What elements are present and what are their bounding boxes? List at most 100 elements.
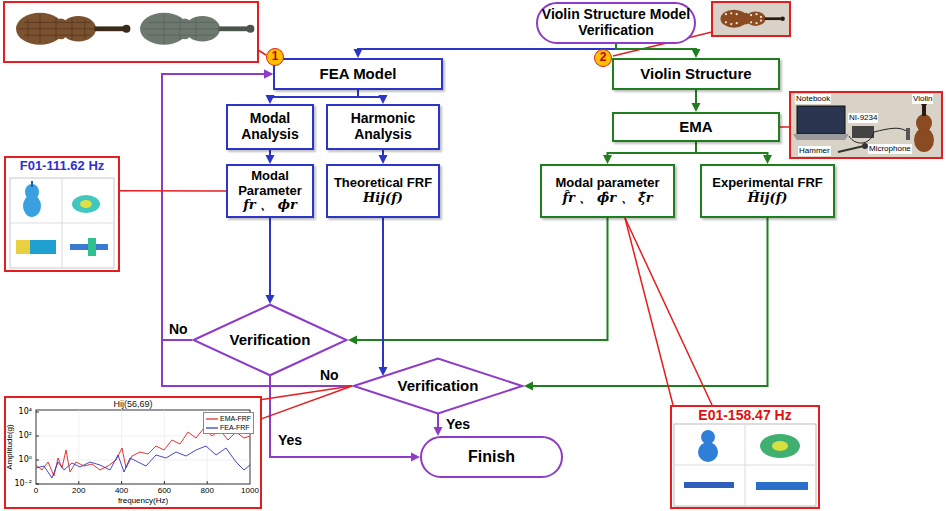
node-text: Verification [230,332,311,349]
connector-line [270,90,358,97]
connector-line [625,218,673,405]
connector [262,386,352,419]
connector [434,414,443,436]
cad-model-picture-part-part [19,14,96,43]
node-text: Modal Analysis [231,111,309,142]
violin-photo-part [712,2,790,36]
connector [603,142,696,164]
fea-mode-screenshot [10,178,114,268]
connector [120,190,226,191]
node-text: EMA [617,119,775,136]
cad-model-picture-part [140,13,254,45]
callout-title: F01-111.62 Hz [8,159,116,174]
diamond-shape [194,305,347,376]
cad-model-picture-part [16,13,130,45]
fea-mode-screenshot-part [16,240,30,254]
axis-tick: 10⁴ [8,407,32,417]
chart-legend: EMA-FRFFEA-FRF [203,412,254,434]
connector [625,218,673,405]
fea-mode-screenshot-part [88,238,96,256]
connector-line [358,44,616,51]
symbol-text: f̂r 、 ϕ̂r 、 ξ̂r [545,191,670,206]
arrow-head [763,155,772,164]
node-text: Modal Parameter [231,169,309,198]
connector-line [355,218,608,340]
decision-diamond: Verification [352,358,524,414]
cad-model-picture-part-part [94,26,123,31]
fea-mode-screenshot-part [10,223,114,224]
symbol-text: fr 、 ϕr [231,198,309,213]
connector-line [262,386,352,419]
ema-setup-photo-part [852,126,874,138]
cad-model-picture-part-part [246,25,254,33]
ema-mode-screenshot-part [674,424,816,506]
arrow-head [354,49,363,58]
ema-mode-screenshot [674,424,816,506]
ema-setup-photo-part [780,126,790,128]
arrow-head [266,155,275,164]
ema-setup-photo [780,92,942,158]
process-box: Theoretical FRFHij(f) [326,164,440,218]
violin-photo-part-part [746,12,766,26]
ema-setup-photo-part [793,134,849,140]
violin-photo-part-part-part [736,22,738,24]
connector-line [695,90,697,105]
connector [524,218,768,391]
fea-mode-screenshot-part [72,195,100,213]
frf-chart-part [36,428,250,476]
connector [266,90,359,104]
connector-line [437,414,439,429]
legend-row: FEA-FRF [206,423,251,432]
ema-setup-photo-part [849,128,908,143]
violin-photo-part-part [765,17,781,20]
axis-tick: 600 [152,486,176,496]
callout-box: E01-158.47 Hz [670,405,820,509]
violin-photo-part [721,10,785,28]
violin-photo-part-part-part [760,16,762,18]
connector-line [262,386,352,399]
violin-photo-part-part-part [730,12,732,14]
arrow-head [692,103,701,112]
ema-mode-screenshot-part [756,482,808,490]
connector-line [696,142,768,157]
violin-photo-part-part-part [750,14,752,16]
violin-photo-part-part [780,16,785,21]
legend-line [206,418,218,419]
ema-mode-screenshot-part [698,442,718,462]
connector [262,386,352,399]
arrow-head [266,95,275,104]
arrow-head [379,155,388,164]
process-box: EMA [612,112,780,142]
connector [696,142,772,164]
axis-tick: 0 [24,486,48,496]
ema-mode-screenshot-part [684,482,734,488]
connector-line [269,218,271,297]
violin-photo-part-part-part [725,21,727,23]
ema-mode-screenshot-part [760,434,800,458]
legend-line [206,427,218,428]
violin-photo-part-part-part [750,21,752,23]
terminal-box: Finish [420,436,563,478]
edge-label: Yes [276,432,304,448]
ema-setup-photo-part [916,114,932,132]
axis-tick: 400 [110,486,134,496]
diamond-shape [354,359,523,414]
axis-tick: 800 [195,486,219,496]
ema-setup-photo-part [906,128,910,140]
ema-setup-photo-part [790,92,942,158]
axis-tick: 10⁻² [8,479,32,489]
connector-line [531,218,768,386]
cad-model-picture [4,2,266,62]
legend-line-sample [206,416,218,422]
process-box: Modal parameterf̂r 、 ϕ̂r 、 ξ̂r [540,164,675,218]
callout-number: 2 [594,49,612,67]
node-text: Harmonic Analysis [331,111,435,142]
node-text: Modal parameter [545,176,670,191]
edge-label: Yes [444,416,472,432]
legend-text: FEA-FRF [220,423,250,432]
device-label: Notebook [795,94,831,104]
node-text: Finish [425,448,558,466]
connector [358,90,388,104]
callout-number: 1 [266,48,284,66]
